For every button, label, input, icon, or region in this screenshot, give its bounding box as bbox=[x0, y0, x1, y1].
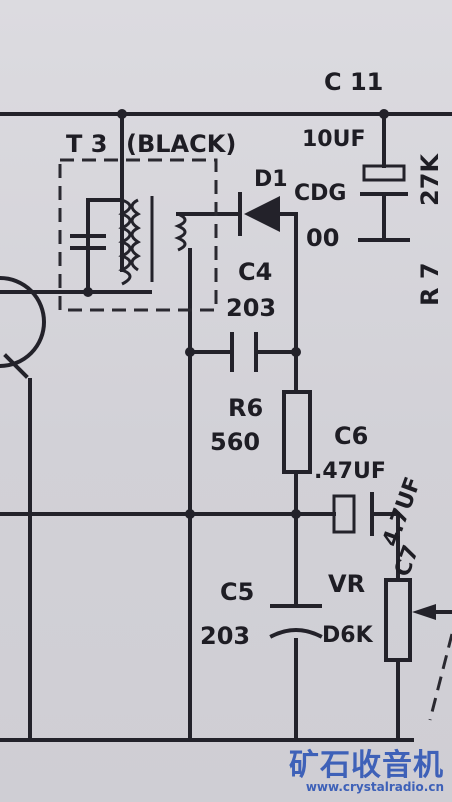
capacitor-c5 bbox=[269, 604, 323, 639]
vr-wiper-arrow bbox=[412, 604, 436, 620]
capacitor-c6 bbox=[332, 492, 374, 536]
label-c5-value: 203 bbox=[200, 622, 250, 650]
transformer-t3 bbox=[58, 158, 218, 312]
label-r7: R 7 bbox=[416, 262, 444, 306]
watermark-name: 矿石收音机 bbox=[289, 748, 444, 783]
label-c11-value: 10UF bbox=[302, 127, 366, 152]
label-d1: D1 bbox=[254, 167, 288, 192]
label-vr: VR bbox=[328, 570, 365, 598]
label-r6-value: 560 bbox=[210, 428, 260, 456]
primary-coil-inner bbox=[130, 198, 141, 272]
c5-curved-plate bbox=[269, 628, 323, 639]
label-c4: C4 bbox=[238, 258, 272, 286]
label-c4-value: 203 bbox=[226, 294, 276, 322]
diode-triangle bbox=[244, 196, 280, 232]
site-watermark: 矿石收音机 www.crystalradio.cn bbox=[282, 738, 452, 802]
resistor-r6 bbox=[282, 390, 312, 474]
label-c6-value: .47UF bbox=[314, 459, 386, 484]
c11-body bbox=[362, 164, 406, 182]
junction-dot bbox=[291, 347, 301, 357]
transistor-emitter bbox=[3, 353, 29, 379]
label-c5: C5 bbox=[220, 578, 254, 606]
junction-dot bbox=[291, 509, 301, 519]
label-black: (BLACK) bbox=[126, 130, 236, 158]
vr-ganged-line bbox=[428, 633, 452, 721]
diode-d1 bbox=[238, 192, 280, 236]
junction-dot bbox=[83, 287, 93, 297]
watermark-url: www.crystalradio.cn bbox=[305, 780, 444, 794]
label-cdg: CDG bbox=[294, 181, 346, 206]
wires bbox=[0, 109, 452, 742]
label-t3: T 3 bbox=[66, 130, 107, 158]
potentiometer-vr bbox=[384, 578, 452, 721]
capacitor-c4 bbox=[230, 332, 258, 372]
label-c6: C6 bbox=[334, 422, 368, 450]
junction-dot bbox=[185, 347, 195, 357]
secondary-coil bbox=[174, 212, 187, 252]
t3-shield-box bbox=[58, 158, 218, 312]
vr-body bbox=[384, 578, 412, 662]
label-r7-value: 27K bbox=[416, 153, 444, 206]
transistor-body bbox=[0, 276, 46, 368]
label-r6: R6 bbox=[228, 394, 263, 422]
capacitor-c11 bbox=[360, 164, 408, 196]
label-c11: C 11 bbox=[324, 68, 383, 96]
c6-body bbox=[332, 494, 356, 534]
primary-coil bbox=[118, 198, 132, 286]
label-vr-value: D6K bbox=[322, 623, 374, 648]
label-cdg-suffix: 00 bbox=[306, 224, 339, 252]
transistor bbox=[0, 276, 46, 379]
junction-dot bbox=[185, 509, 195, 519]
